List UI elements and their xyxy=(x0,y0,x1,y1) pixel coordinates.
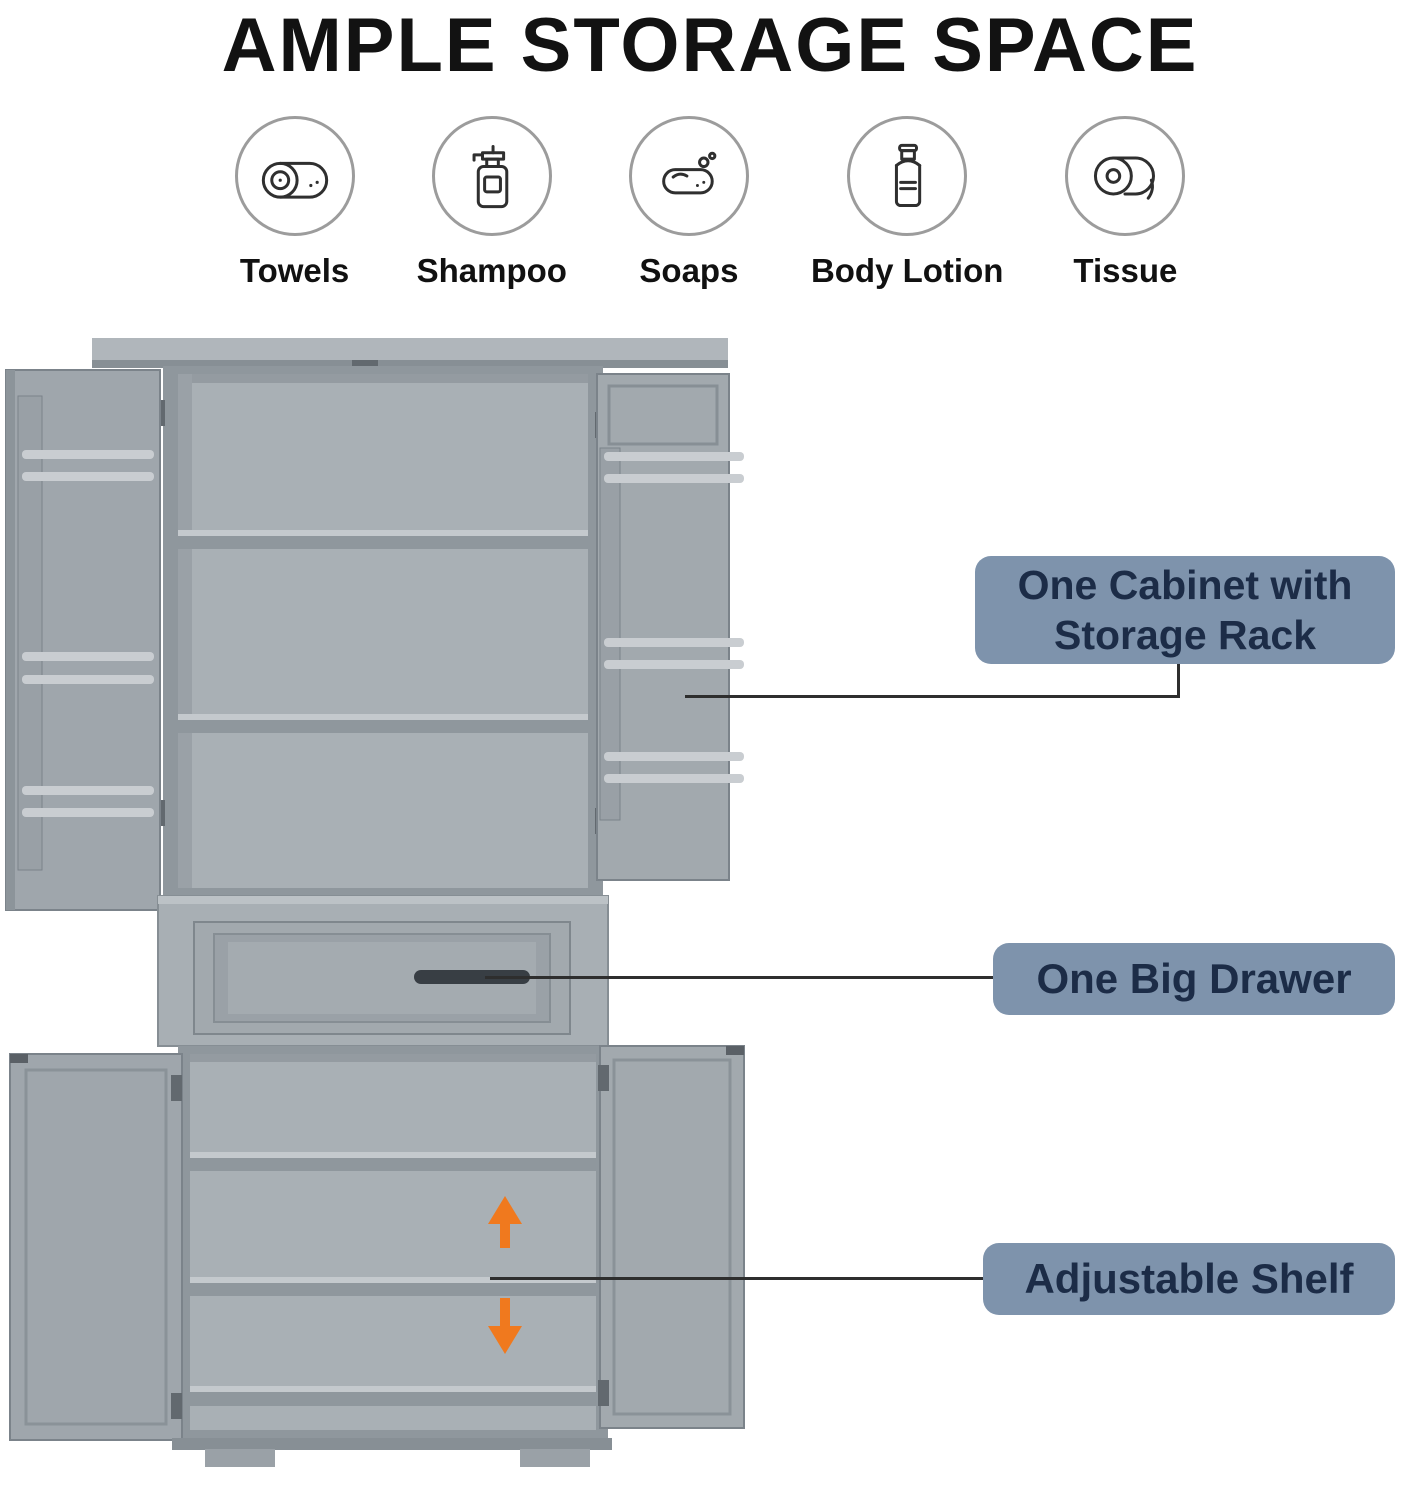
cabinet-photo xyxy=(0,330,760,1480)
feature-icons-row: Towels Shampoo xyxy=(0,116,1420,290)
callout-storage-rack: One Cabinet with Storage Rack xyxy=(975,556,1395,664)
callout-storage-rack-line2: Storage Rack xyxy=(1053,612,1317,658)
cabinet-illustration xyxy=(5,338,745,1467)
callout-storage-rack-line1: One Cabinet with xyxy=(1017,561,1353,608)
connector-storage-rack-horizontal xyxy=(685,695,1180,698)
cabinet-top-board xyxy=(92,338,728,369)
lower-cabinet xyxy=(178,1046,608,1438)
callout-adjustable-shelf-label: Adjustable Shelf xyxy=(1024,1255,1354,1302)
drawer-section xyxy=(157,895,609,1047)
connector-drawer xyxy=(485,976,995,979)
soap-icon xyxy=(628,116,749,236)
page-title: AMPLE STORAGE SPACE xyxy=(221,3,1199,88)
feature-label: Towels xyxy=(239,252,350,289)
upper-right-door-with-rack xyxy=(596,373,744,881)
connector-shelf xyxy=(490,1277,985,1280)
callout-adjustable-shelf: Adjustable Shelf xyxy=(983,1243,1395,1315)
tissue-roll-icon xyxy=(1065,116,1186,236)
callout-big-drawer-label: One Big Drawer xyxy=(1036,955,1352,1002)
lower-right-door xyxy=(598,1045,745,1429)
adjustable-arrow-down xyxy=(488,1298,522,1354)
callout-big-drawer: One Big Drawer xyxy=(993,943,1395,1015)
feature-label: Shampoo xyxy=(416,252,567,289)
shampoo-bottle-icon xyxy=(431,116,552,236)
feature-shampoo: Shampoo xyxy=(417,116,567,290)
adjustable-arrow-up xyxy=(488,1196,522,1248)
feature-towels: Towels xyxy=(234,116,355,290)
feature-label: Body Lotion xyxy=(810,252,1004,289)
feature-label: Soaps xyxy=(639,252,739,289)
drawer-handle xyxy=(414,970,530,984)
upper-cabinet xyxy=(154,366,606,896)
connector-storage-rack-vertical xyxy=(1177,662,1180,698)
upper-left-door-with-rack xyxy=(5,369,161,911)
feature-soaps: Soaps xyxy=(628,116,749,290)
cabinet-base xyxy=(172,1438,612,1467)
feature-label: Tissue xyxy=(1073,252,1178,289)
feature-tissue: Tissue xyxy=(1065,116,1186,290)
lotion-bottle-icon xyxy=(847,116,968,236)
towel-icon xyxy=(234,116,355,236)
feature-body-lotion: Body Lotion xyxy=(811,116,1003,290)
lower-left-door xyxy=(9,1053,183,1441)
